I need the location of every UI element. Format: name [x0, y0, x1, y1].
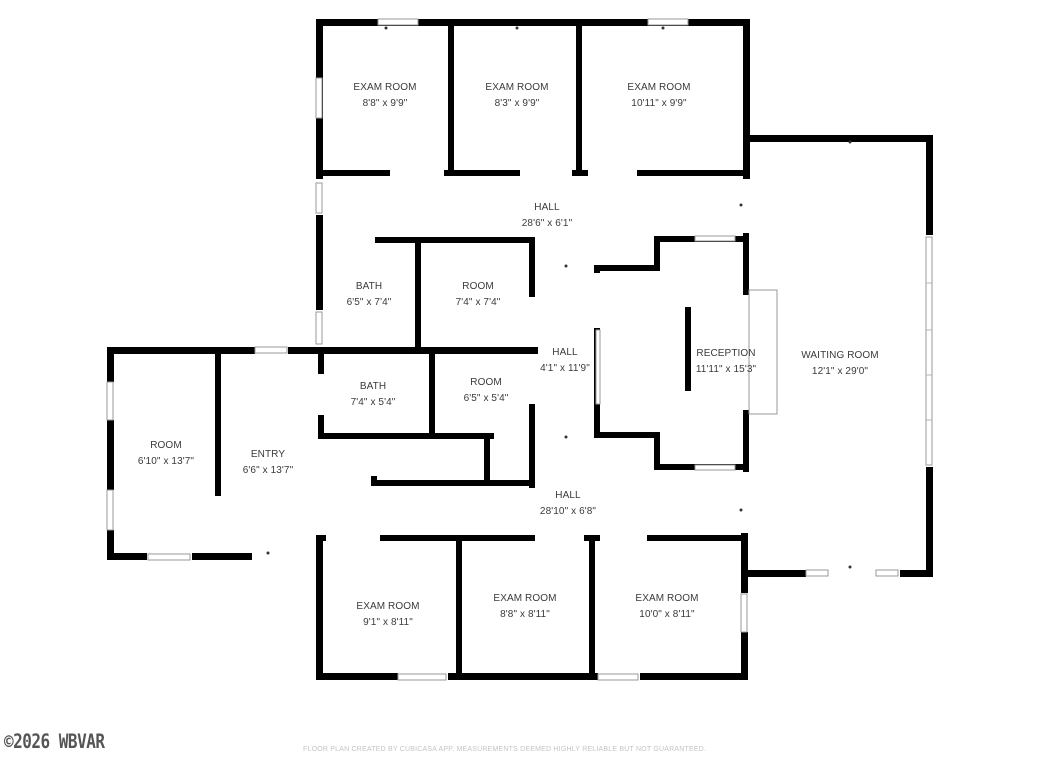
room-dimensions: 10'0" x 8'11": [639, 609, 695, 620]
room-dimensions: 12'1" x 29'0": [811, 366, 869, 377]
room-dimensions: 8'8" x 8'11": [500, 609, 550, 620]
room-dimensions: 6'5" x 7'4": [346, 297, 392, 308]
room-label-hall-top: HALL 28'6" x 6'1": [522, 200, 572, 232]
room-name: ROOM: [150, 440, 182, 451]
room-label-room-1: ROOM 7'4" x 7'4": [456, 279, 501, 311]
room-label-bath-1: BATH 6'5" x 7'4": [347, 279, 392, 311]
room-name: EXAM ROOM: [356, 601, 420, 612]
room-dimensions: 28'10" x 6'8": [539, 506, 597, 517]
room-dimensions: 6'6" x 13'7": [242, 465, 294, 476]
room-dimensions: 10'11" x 9'9": [631, 98, 687, 109]
room-name: HALL: [555, 490, 581, 501]
room-dimensions: 4'1" x 11'9": [540, 363, 590, 374]
room-name: EXAM ROOM: [493, 593, 557, 604]
room-label-entry: ENTRY 6'6" x 13'7": [243, 447, 293, 479]
room-name: EXAM ROOM: [627, 82, 691, 93]
room-name: RECEPTION: [696, 348, 756, 359]
room-name: HALL: [552, 347, 578, 358]
room-name: BATH: [359, 381, 387, 392]
room-dimensions: 7'4" x 5'4": [350, 397, 396, 408]
room-label-bath-2: BATH 7'4" x 5'4": [351, 379, 396, 411]
room-name: ROOM: [470, 377, 502, 388]
room-label-exam-6: EXAM ROOM 10'0" x 8'11": [635, 591, 698, 623]
room-dimensions: 8'8" x 9'9": [362, 98, 408, 109]
room-name: EXAM ROOM: [635, 593, 699, 604]
measurement-markers: [266, 26, 852, 569]
room-name: WAITING ROOM: [801, 350, 879, 361]
room-dimensions: 9'1" x 8'11": [363, 617, 413, 628]
room-label-exam-1: EXAM ROOM 8'8" x 9'9": [353, 80, 416, 112]
room-dimensions: 11'11" x 15'3": [695, 364, 757, 375]
room-name: EXAM ROOM: [485, 82, 549, 93]
room-dimensions: 28'6" x 6'1": [521, 218, 573, 229]
room-label-waiting-room: WAITING ROOM 12'1" x 29'0": [801, 348, 879, 380]
room-name: HALL: [534, 202, 560, 213]
room-label-room-3: ROOM 6'10" x 13'7": [138, 438, 194, 470]
room-name: ENTRY: [250, 449, 286, 460]
room-dimensions: 6'10" x 13'7": [137, 456, 195, 467]
room-dimensions: 8'3" x 9'9": [494, 98, 540, 109]
room-label-reception: RECEPTION 11'11" x 15'3": [696, 346, 756, 378]
room-label-exam-2: EXAM ROOM 8'3" x 9'9": [485, 80, 548, 112]
room-name: EXAM ROOM: [353, 82, 417, 93]
room-label-hall-mid: HALL 4'1" x 11'9": [540, 345, 590, 377]
room-name: BATH: [355, 281, 383, 292]
room-dimensions: 7'4" x 7'4": [455, 297, 501, 308]
floor-plan-credit: FLOOR PLAN CREATED BY CUBICASA APP. MEAS…: [303, 746, 707, 753]
room-label-room-2: ROOM 6'5" x 5'4": [464, 375, 509, 407]
room-label-hall-bottom: HALL 28'10" x 6'8": [540, 488, 596, 520]
room-dimensions: 6'5" x 5'4": [463, 393, 509, 404]
room-label-exam-4: EXAM ROOM 9'1" x 8'11": [356, 599, 419, 631]
room-label-exam-3: EXAM ROOM 10'11" x 9'9": [627, 80, 690, 112]
room-label-exam-5: EXAM ROOM 8'8" x 8'11": [493, 591, 556, 623]
room-name: ROOM: [462, 281, 494, 292]
windows: [106, 18, 933, 681]
copyright-watermark: ©2026 WBVAR: [4, 730, 105, 753]
